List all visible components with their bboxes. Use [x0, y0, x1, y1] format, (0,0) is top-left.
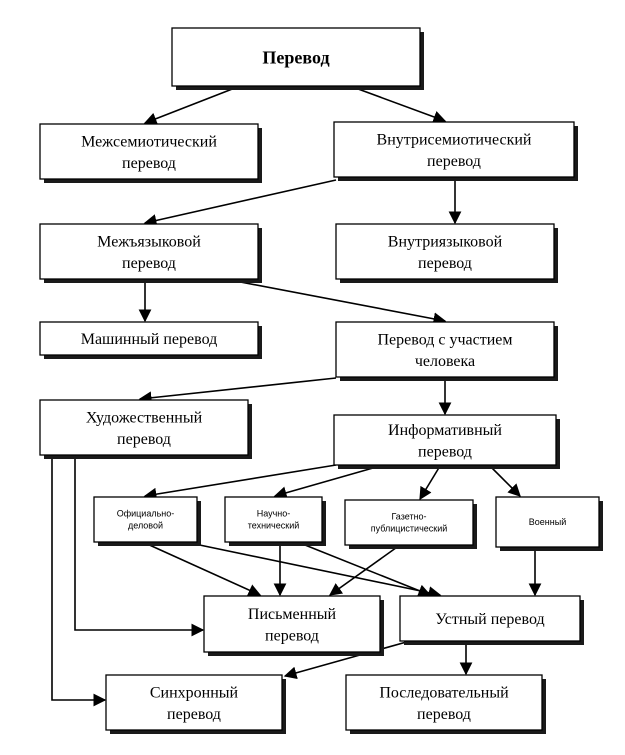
edge-official-to-oral: [189, 542, 442, 599]
node-consecutive-label-line-0: Последовательный: [379, 684, 509, 701]
edge-root-to-intrasemiotic: [349, 85, 447, 124]
node-journalistic: Газетно-публицистический: [344, 499, 477, 549]
node-informative-box: [333, 414, 557, 466]
node-scientific: Научно-технический: [224, 496, 326, 546]
node-written-label-line-0: Письменный: [248, 606, 337, 623]
node-informative: Информативный перевод: [333, 414, 560, 469]
node-journalistic-label-line-1: публицистический: [371, 524, 448, 534]
node-informative-label-line-0: Информативный: [388, 422, 502, 439]
edges-layer: [51, 85, 542, 707]
node-consecutive-box: [345, 674, 543, 731]
node-scientific-box: [224, 496, 323, 543]
edge-informative-to-military: [489, 465, 521, 497]
node-interlingual-label-line-1: перевод: [122, 255, 176, 272]
edge-scientific-to-oral: [299, 542, 432, 597]
node-machine-label-line-0: Машинный перевод: [81, 331, 218, 348]
node-written-label-line-1: перевод: [265, 627, 319, 644]
node-consecutive: Последовательный перевод: [345, 674, 546, 734]
node-root: Перевод: [171, 27, 424, 90]
edge-literary-to-written: [74, 456, 205, 637]
node-simultaneous: Синхронный перевод: [105, 674, 286, 734]
node-scientific-label-line-1: технический: [248, 521, 300, 531]
node-literary-box: [39, 399, 249, 456]
node-interlingual-box: [39, 223, 259, 280]
node-written-box: [203, 595, 381, 653]
edge-intrasemiotic-to-interlingual: [143, 179, 337, 227]
node-intersemiotic-box: [39, 123, 259, 180]
node-journalistic-box: [344, 499, 474, 546]
node-scientific-label-line-0: Научно-: [257, 509, 291, 519]
node-root-box: [171, 27, 421, 87]
edge-root-to-intersemiotic: [143, 85, 241, 125]
node-human-label-line-1: человека: [415, 353, 475, 370]
node-informative-label-line-1: перевод: [418, 443, 472, 460]
node-machine: Машинный перевод: [39, 321, 262, 359]
node-intrasemiotic-box: [333, 121, 575, 178]
node-machine-box: [39, 321, 259, 356]
node-human-label-line-0: Перевод с участием: [377, 331, 512, 348]
node-simultaneous-label-line-1: перевод: [167, 706, 221, 723]
node-intralingual-box: [335, 223, 555, 280]
node-official-box: [93, 496, 198, 543]
node-oral-label-line-0: Устный перевод: [435, 611, 544, 628]
node-oral-box: [399, 595, 581, 642]
node-journalistic-label-line-0: Газетно-: [391, 512, 426, 522]
node-root-label-line-0: Перевод: [262, 47, 329, 67]
node-intersemiotic-label-line-1: перевод: [122, 155, 176, 172]
node-human-box: [335, 321, 555, 378]
nodes-layer: ПереводМежсемиотическийпереводВнутрисеми…: [39, 27, 603, 734]
edge-interlingual-to-human: [229, 279, 447, 326]
edge-human-to-literary: [138, 377, 337, 405]
node-literary: Художественный перевод: [39, 399, 252, 459]
edge-informative-to-scientific: [273, 465, 381, 499]
edge-informative-to-journalistic: [419, 465, 441, 501]
node-official-label-line-0: Официально-: [117, 509, 175, 519]
node-human: Перевод с участием человека: [335, 321, 558, 381]
node-oral: Устный перевод: [399, 595, 584, 645]
node-military: Военный: [495, 496, 603, 551]
node-military-box: [495, 496, 600, 548]
node-official: Официально-деловой: [93, 496, 201, 546]
edge-informative-to-official: [143, 464, 337, 501]
node-intralingual-label-line-0: Внутриязыковой: [388, 233, 503, 250]
node-intrasemiotic-label-line-1: перевод: [427, 153, 481, 170]
node-literary-label-line-1: перевод: [117, 431, 171, 448]
edge-oral-to-simultaneous: [283, 640, 411, 680]
node-interlingual: Межъязыковой перевод: [39, 223, 262, 283]
node-intralingual-label-line-1: перевод: [418, 255, 472, 272]
node-interlingual-label-line-0: Межъязыковой: [97, 233, 201, 250]
edge-journalistic-to-written: [328, 544, 401, 596]
node-intersemiotic: Межсемиотический перевод: [39, 123, 262, 183]
node-military-label-line-0: Военный: [529, 517, 566, 527]
node-intrasemiotic: Внутрисемиотический перевод: [333, 121, 578, 181]
edge-official-to-written: [144, 542, 262, 597]
node-written: Письменный перевод: [203, 595, 384, 656]
node-intersemiotic-label-line-0: Межсемиотический: [81, 133, 217, 150]
node-simultaneous-label-line-0: Синхронный: [150, 684, 239, 701]
node-intrasemiotic-label-line-0: Внутрисемиотический: [377, 131, 532, 148]
node-consecutive-label-line-1: перевод: [417, 706, 471, 723]
node-official-label-line-1: деловой: [128, 521, 163, 531]
node-intralingual: Внутриязыковой перевод: [335, 223, 558, 283]
node-literary-label-line-0: Художественный: [86, 409, 203, 426]
node-simultaneous-box: [105, 674, 283, 731]
edge-literary-to-simultaneous: [51, 456, 107, 707]
